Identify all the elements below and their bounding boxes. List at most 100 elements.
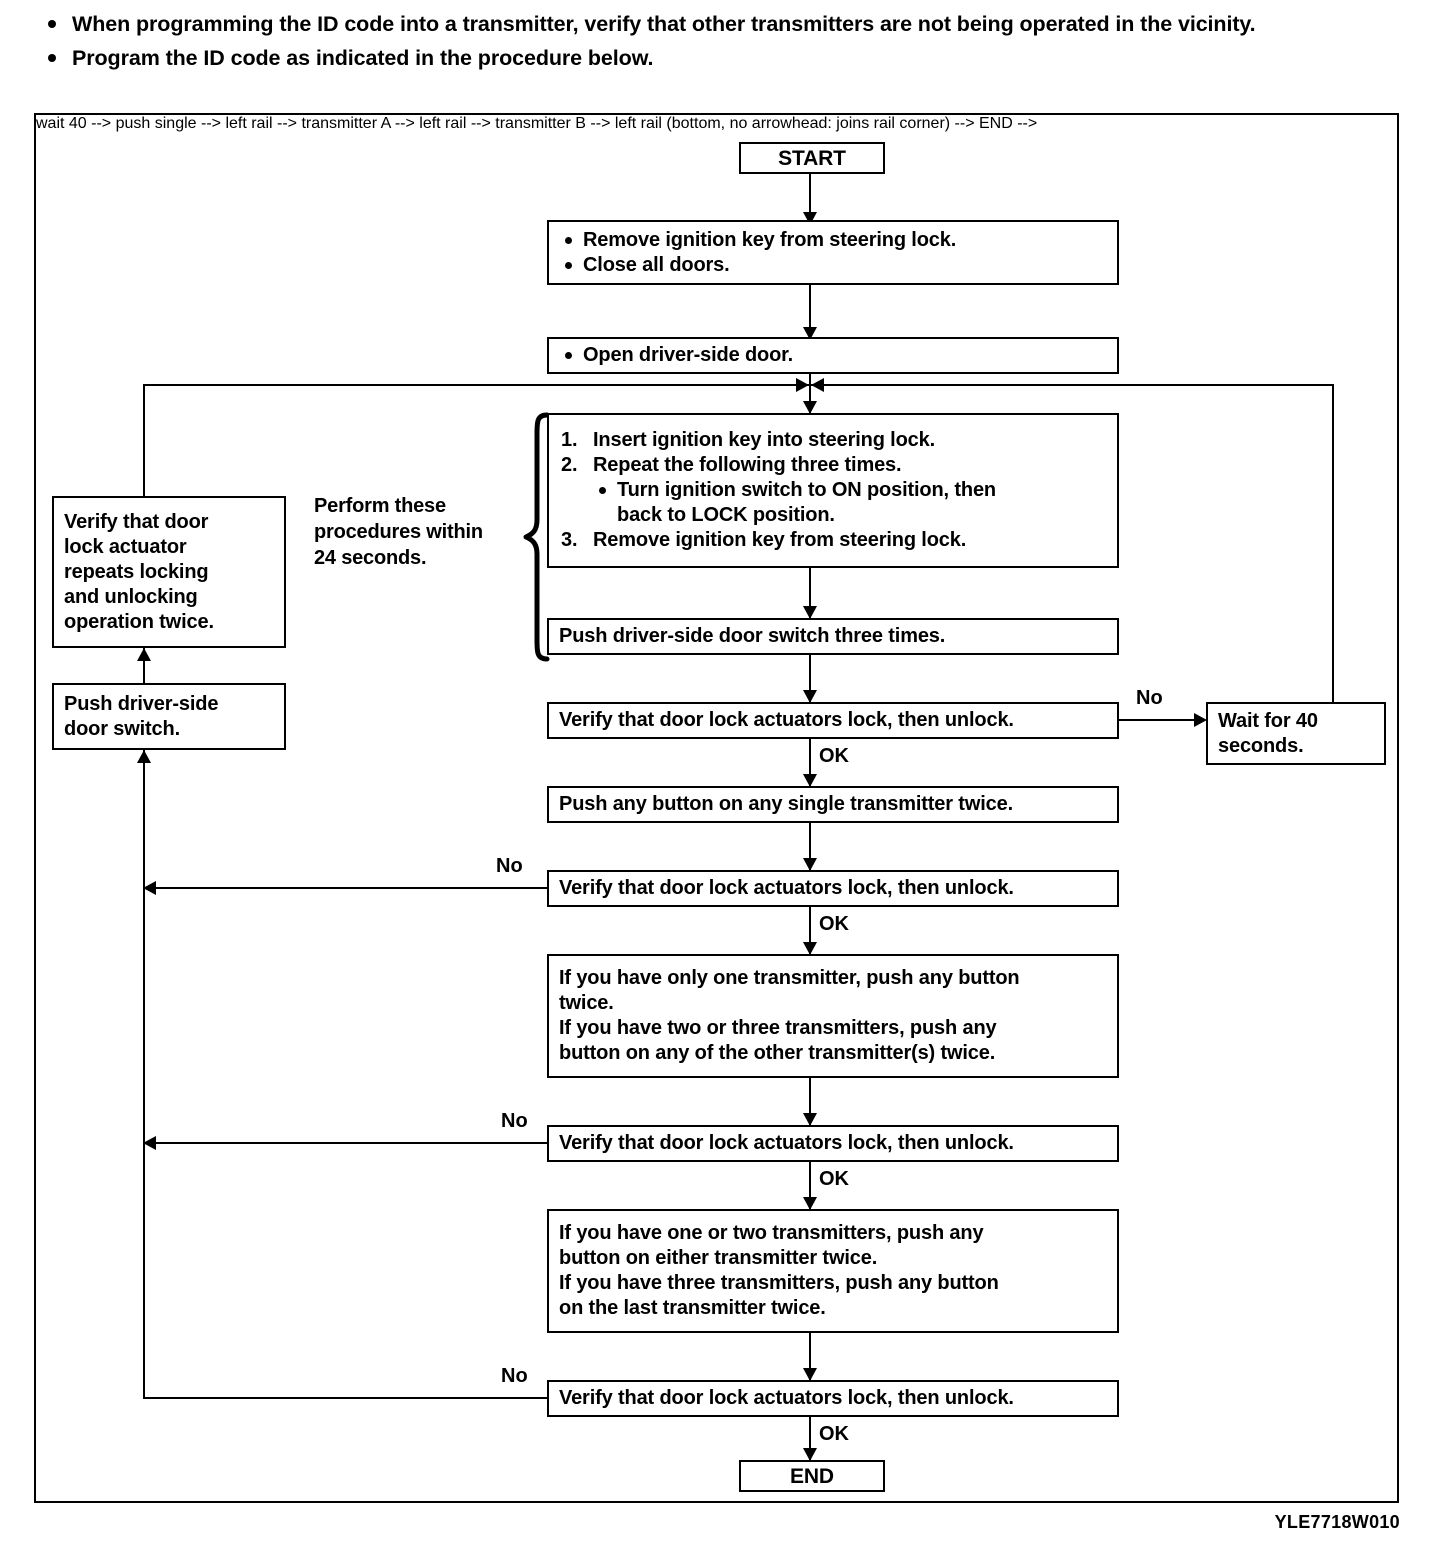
- note-text: Program the ID code as indicated in the …: [72, 46, 654, 70]
- verify3-no-rail: [143, 1142, 547, 1144]
- wait-40-line-2: seconds.: [1218, 734, 1304, 757]
- arrow-down-icon: [803, 606, 817, 619]
- ignition-step-2: 2. Repeat the following three times.: [561, 454, 902, 476]
- verify-4-text: Verify that door lock actuators lock, th…: [559, 1387, 1014, 1409]
- push-switch-three-text: Push driver-side door switch three times…: [559, 625, 946, 647]
- start-node: START: [739, 142, 885, 174]
- transmitter-b-line-3: If you have three transmitters, push any…: [559, 1272, 999, 1294]
- connector-steps-to-push3: [809, 568, 811, 619]
- connector-prepare-to-open: [809, 285, 811, 338]
- ignition-step-1: 1. Insert ignition key into steering loc…: [561, 429, 935, 451]
- verify-2-node: Verify that door lock actuators lock, th…: [547, 870, 1119, 907]
- verify1-no-rail: [1119, 719, 1199, 721]
- arrow-down-icon: [803, 858, 817, 871]
- push-door-switch-node: Push driver-side door switch.: [52, 683, 286, 750]
- timing-note-line-2: procedures within: [314, 521, 483, 543]
- connector-verify3-to-transB: [809, 1162, 811, 1210]
- open-door-line: Open driver-side door.: [559, 343, 1107, 368]
- connector-junction-to-steps: [809, 384, 811, 414]
- connector-pushsingle-to-verify2: [809, 823, 811, 871]
- wait-40-node: Wait for 40 seconds.: [1206, 702, 1386, 765]
- verify-1-node: Verify that door lock actuators lock, th…: [547, 702, 1119, 739]
- arrow-down-icon: [803, 942, 817, 955]
- note-text: When programming the ID code into a tran…: [72, 12, 1256, 36]
- arrow-down-icon: [803, 1113, 817, 1126]
- branch-label-ok-3: OK: [819, 1168, 849, 1190]
- arrow-left-icon: [143, 881, 156, 895]
- transmitter-b-line-4: on the last transmitter twice.: [559, 1297, 826, 1319]
- figure-reference-code: YLE7718W010: [1274, 1512, 1400, 1532]
- verify-repeat-line-3: repeats locking: [64, 560, 209, 583]
- ignition-steps-node: 1. Insert ignition key into steering loc…: [547, 413, 1119, 568]
- verify-actuator-repeat-node: Verify that door lock actuator repeats l…: [52, 496, 286, 648]
- connector-transA-to-verify3: [809, 1078, 811, 1126]
- wait-return-vline: [1332, 384, 1334, 704]
- prepare-text-2: Close all doors.: [583, 253, 730, 276]
- transmitter-b-line-2: button on either transmitter twice.: [559, 1247, 878, 1269]
- prepare-line-1: Remove ignition key from steering lock.: [559, 228, 1107, 253]
- arrow-down-icon: [803, 1448, 817, 1461]
- grouping-brace: [523, 412, 550, 662]
- connector-push3-to-verify1: [809, 655, 811, 703]
- timing-note: Perform these procedures within 24 secon…: [314, 493, 514, 571]
- ignition-step-3: 3. Remove ignition key from steering loc…: [561, 529, 967, 551]
- transmitter-a-line-4: button on any of the other transmitter(s…: [559, 1042, 996, 1064]
- transmitter-b-line-1: If you have one or two transmitters, pus…: [559, 1222, 984, 1244]
- connector-verify4-to-end: [809, 1417, 811, 1461]
- timing-note-line-1: Perform these: [314, 495, 446, 517]
- prepare-text-1: Remove ignition key from steering lock.: [583, 228, 957, 251]
- transmitter-a-node: If you have only one transmitter, push a…: [547, 954, 1119, 1078]
- notes-list: When programming the ID code into a tran…: [34, 10, 1414, 72]
- connector-verify1-to-pushsingle: [809, 739, 811, 787]
- bullet-icon: [599, 487, 606, 494]
- ignition-step-2-sub-b: back to LOCK position.: [617, 504, 835, 526]
- prepare-node: Remove ignition key from steering lock. …: [547, 220, 1119, 285]
- arrow-up-icon: [137, 648, 151, 661]
- wait-return-rail: [811, 384, 1334, 386]
- prepare-line-2: Close all doors.: [559, 253, 1107, 278]
- arrow-left-icon: [811, 378, 824, 392]
- verify-3-node: Verify that door lock actuators lock, th…: [547, 1125, 1119, 1162]
- open-door-text: Open driver-side door.: [583, 344, 794, 366]
- note-item: Program the ID code as indicated in the …: [34, 44, 1414, 72]
- verify-repeat-line-5: operation twice.: [64, 610, 214, 633]
- transmitter-a-line-3: If you have two or three transmitters, p…: [559, 1017, 997, 1039]
- arrow-right-icon: [796, 378, 809, 392]
- flowchart-frame: START Remove ignition key from steering …: [34, 113, 1399, 1503]
- verify-repeat-line-1: Verify that door: [64, 510, 209, 533]
- connector-transB-to-verify4: [809, 1333, 811, 1381]
- push-single-node: Push any button on any single transmitte…: [547, 786, 1119, 823]
- arrow-down-icon: [803, 774, 817, 787]
- end-node: END: [739, 1460, 885, 1492]
- connector-open-to-junction: [809, 374, 811, 386]
- verify-3-text: Verify that door lock actuators lock, th…: [559, 1132, 1014, 1154]
- verify4-no-rail: [143, 1397, 547, 1399]
- arrow-up-icon: [137, 750, 151, 763]
- loopback-top-rail: [143, 384, 809, 386]
- arrow-down-icon: [803, 327, 817, 340]
- branch-label-no-1: No: [1136, 687, 1163, 709]
- bullet-icon: [565, 261, 572, 269]
- branch-label-ok-2: OK: [819, 913, 849, 935]
- arrow-down-icon: [803, 690, 817, 703]
- branch-label-ok-1: OK: [819, 745, 849, 767]
- connector-start-to-prepare: [809, 174, 811, 221]
- push-door-switch-line-2: door switch.: [64, 717, 180, 740]
- ignition-step-2-sub-a: Turn ignition switch to ON position, the…: [559, 478, 1107, 503]
- verify-repeat-line-2: lock actuator: [64, 535, 187, 558]
- bullet-icon: [48, 20, 56, 28]
- branch-label-no-2: No: [496, 855, 523, 877]
- open-door-node: Open driver-side door.: [547, 337, 1119, 374]
- arrow-down-icon: [803, 401, 817, 414]
- branch-label-no-3: No: [501, 1110, 528, 1132]
- transmitter-a-line-1: If you have only one transmitter, push a…: [559, 967, 1020, 989]
- bullet-icon: [565, 352, 572, 359]
- note-item: When programming the ID code into a tran…: [34, 10, 1414, 38]
- connector-verify2-to-transA: [809, 907, 811, 955]
- branch-label-no-4: No: [501, 1365, 528, 1387]
- verify-1-text: Verify that door lock actuators lock, th…: [559, 709, 1014, 731]
- end-label: END: [790, 1464, 834, 1488]
- arrow-right-icon: [1194, 713, 1207, 727]
- push-switch-three-node: Push driver-side door switch three times…: [547, 618, 1119, 655]
- bullet-icon: [565, 236, 572, 244]
